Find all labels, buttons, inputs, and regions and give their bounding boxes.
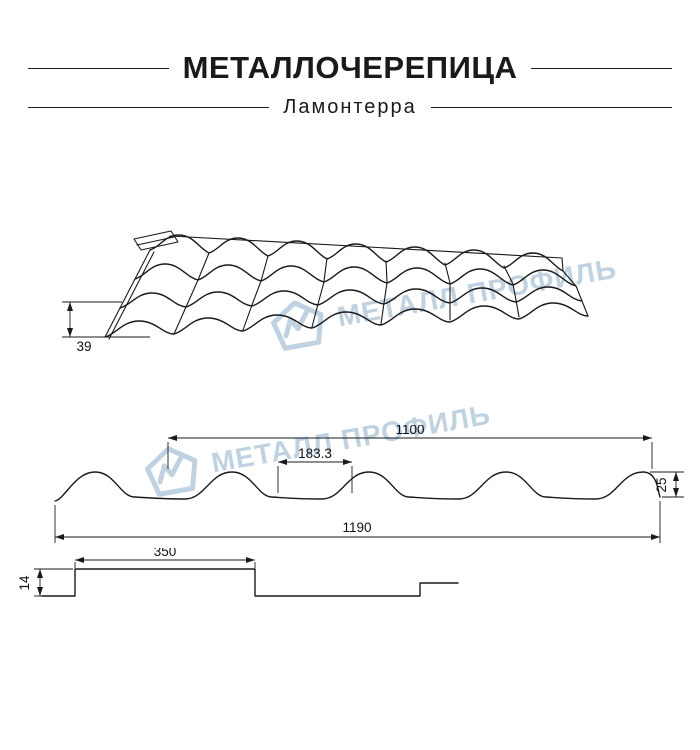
header-title-row: МЕТАЛЛОЧЕРЕПИЦА — [0, 50, 700, 86]
dim-350-label: 350 — [154, 548, 177, 559]
step-profile-line — [41, 568, 459, 597]
title-rule-left — [28, 67, 169, 69]
roof-sheet-3d — [104, 230, 589, 340]
perspective-view-figure: 39 — [62, 230, 589, 354]
ridge-flange-line — [136, 236, 175, 246]
sheet-back-edge — [169, 235, 563, 259]
subtitle-rule-left — [28, 107, 270, 108]
dimension-350: 350 — [74, 548, 256, 568]
step-profile-figure: 350 14 — [17, 548, 459, 597]
page-subtitle: Ламонтерра — [283, 96, 417, 118]
sheet-left-edge-inner — [108, 251, 155, 340]
dimension-183: 183.3 — [277, 446, 353, 493]
sheet-right-edge — [561, 257, 589, 317]
tile-row — [134, 263, 577, 287]
dim-1100-label: 1100 — [395, 425, 424, 437]
dimension-39: 39 — [62, 301, 150, 354]
profile-section-figure: 1100 183.3 25 1190 — [54, 425, 684, 543]
dimension-14: 14 — [17, 568, 73, 597]
dimension-25: 25 — [650, 471, 684, 498]
dimension-1100: 1100 — [167, 425, 653, 469]
dim-14-label: 14 — [17, 575, 32, 591]
tile-row — [119, 286, 583, 309]
dim-39-label: 39 — [76, 339, 91, 354]
ridge-flange — [133, 230, 179, 251]
header-subtitle-row: Ламонтерра — [0, 96, 700, 119]
tile-row — [104, 302, 589, 338]
dim-1190-label: 1190 — [342, 520, 371, 535]
sheet-left-edge — [104, 249, 151, 338]
tile-row — [149, 234, 564, 272]
dim-25-label: 25 — [654, 477, 669, 492]
page-title: МЕТАЛЛОЧЕРЕПИЦА — [182, 50, 518, 85]
dim-183-label: 183.3 — [298, 446, 332, 461]
subtitle-rule-right — [430, 107, 672, 108]
profile-wave — [54, 471, 661, 502]
dimension-1190: 1190 — [54, 501, 661, 543]
title-rule-right — [531, 67, 672, 69]
